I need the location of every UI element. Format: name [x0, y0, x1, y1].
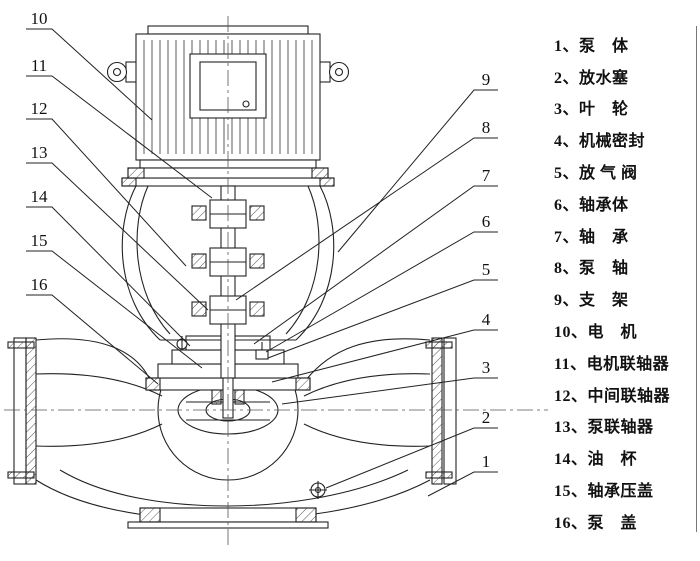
callout-numbers: 10 11 12 13 14 15 16 9 8 7 6 5 4 3 2 1: [31, 9, 491, 471]
parts-legend: 1、泵 体 2、放水塞 3、叶 轮 4、机械密封 5、放 气 阀 6、轴承体 7…: [554, 28, 696, 537]
callout-number-7: 7: [482, 166, 491, 185]
legend-item-6: 6、轴承体: [554, 196, 629, 214]
drain-plug: [309, 481, 327, 499]
callout-number-14: 14: [31, 187, 49, 206]
centerlines: [4, 16, 548, 546]
lifting-eye-left: [106, 61, 139, 83]
legend-item-11: 11、电机联轴器: [554, 355, 670, 373]
motor-coupling: [191, 199, 265, 229]
mechanical-seal: [211, 389, 245, 405]
callout-number-9: 9: [482, 70, 491, 89]
legend-item-14: 14、油 杯: [554, 451, 638, 469]
legend-item-8: 8、泵 轴: [554, 260, 629, 278]
legend-item-13: 13、泵联轴器: [554, 419, 654, 437]
callout-number-11: 11: [31, 56, 47, 75]
callout-number-4: 4: [482, 310, 491, 329]
callout-number-1: 1: [482, 452, 491, 471]
legend-item-4: 4、机械密封: [554, 133, 646, 151]
callout-number-16: 16: [31, 275, 48, 294]
callout-number-3: 3: [482, 358, 491, 377]
legend-item-16: 16、泵 盖: [554, 514, 638, 532]
page-edge-line: [696, 26, 697, 532]
legend-item-10: 10、电 机: [554, 324, 638, 342]
callout-number-8: 8: [482, 118, 491, 137]
callout-number-12: 12: [31, 99, 48, 118]
callout-number-15: 15: [31, 231, 48, 250]
callout-number-10: 10: [31, 9, 48, 28]
legend-item-9: 9、支 架: [554, 292, 629, 310]
lifting-eye-right: [317, 61, 350, 83]
legend-item-7: 7、轴 承: [554, 228, 629, 246]
callout-number-2: 2: [482, 408, 491, 427]
legend-item-5: 5、放 气 阀: [554, 165, 638, 183]
legend-item-3: 3、叶 轮: [554, 101, 629, 119]
callout-leader-lines: [26, 28, 498, 497]
legend-item-12: 12、中间联轴器: [554, 387, 671, 405]
legend-item-1: 1、泵 体: [554, 37, 629, 55]
air-release-valve: [255, 342, 269, 360]
legend-item-15: 15、轴承压盖: [554, 483, 654, 501]
legend-item-2: 2、放水塞: [554, 69, 629, 87]
callout-number-13: 13: [31, 143, 48, 162]
volute-casing: [7, 337, 457, 521]
callout-number-5: 5: [482, 260, 491, 279]
callout-number-6: 6: [482, 212, 491, 231]
